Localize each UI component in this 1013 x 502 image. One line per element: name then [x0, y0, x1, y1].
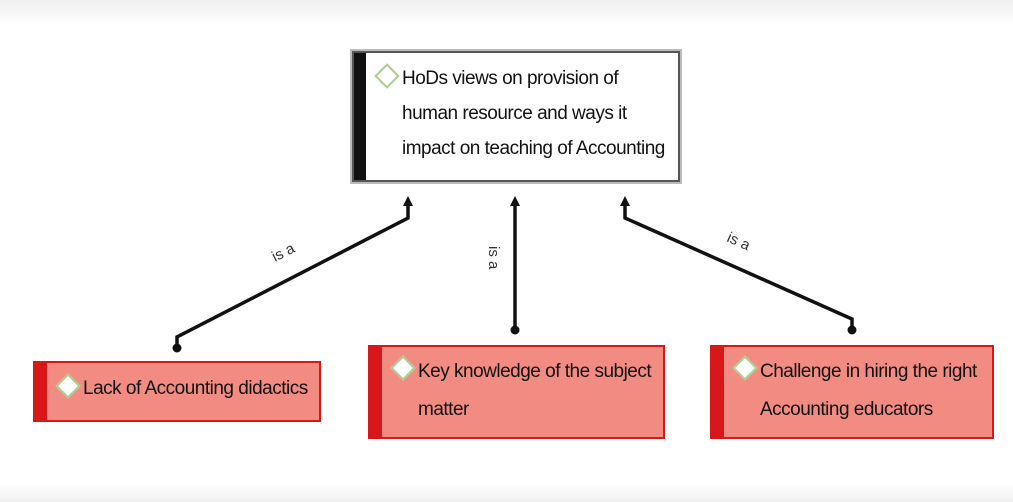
main-node-bar [354, 53, 366, 180]
link-label-left: is a [269, 240, 298, 266]
bottom-shading [0, 484, 1013, 502]
top-shading [0, 0, 1013, 24]
connector-middle-dot [510, 325, 520, 335]
diamond-icon [732, 355, 758, 381]
child-node-bar [712, 347, 724, 437]
child-node-bar [370, 347, 382, 437]
child-node-label: Lack of Accounting didactics [83, 378, 308, 399]
main-node-label: HoDs views on provision of human resourc… [402, 68, 665, 159]
child-node-label: Key knowledge of the subject matter [418, 361, 652, 420]
diamond-icon [390, 355, 416, 381]
diamond-icon [374, 63, 400, 89]
main-concept-node[interactable]: HoDs views on provision of human resourc… [352, 51, 680, 182]
connector-left-dot [172, 343, 182, 353]
connector-left [175, 196, 413, 348]
child-node-bar [35, 363, 47, 420]
child-node-hiring-challenge[interactable]: Challenge in hiring the right Accounting… [710, 345, 994, 439]
child-node-label: Challenge in hiring the right Accounting… [760, 361, 977, 420]
child-node-lack-of-didactics[interactable]: Lack of Accounting didactics [33, 361, 321, 422]
child-node-key-knowledge[interactable]: Key knowledge of the subject matter [368, 345, 665, 439]
link-label-middle: is a [485, 246, 502, 270]
diamond-icon [55, 373, 81, 399]
connector-right-dot [847, 325, 857, 335]
connector-right [620, 196, 854, 330]
link-label-right: is a [724, 229, 753, 254]
